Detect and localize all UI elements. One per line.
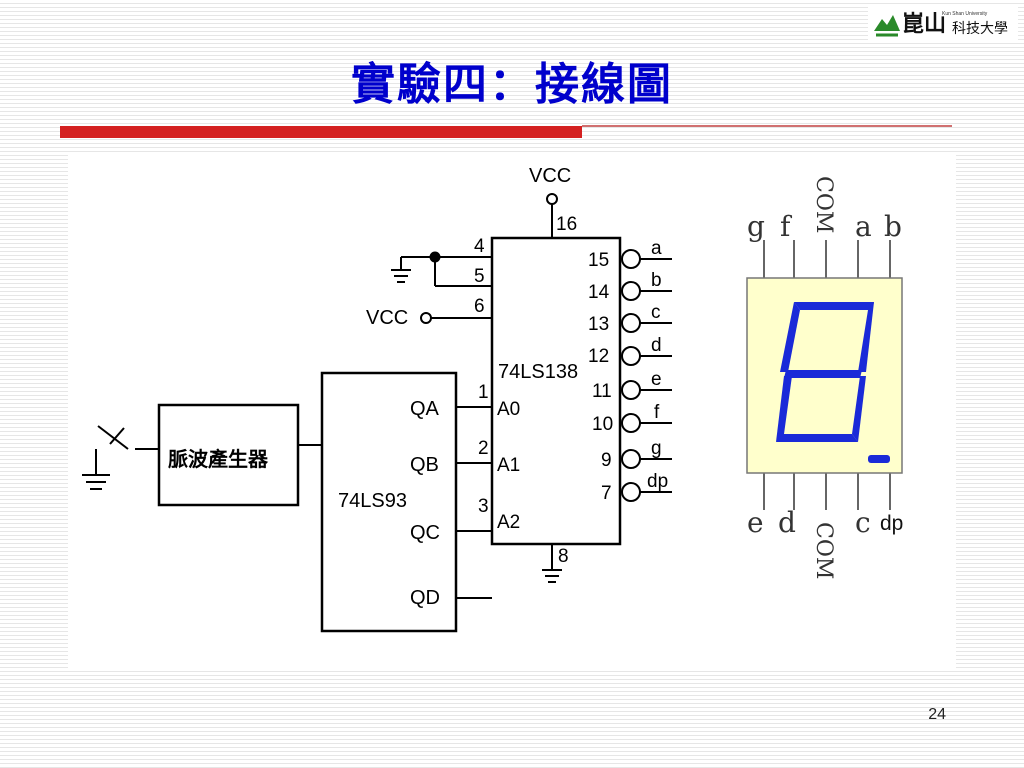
svg-text:c: c [651, 302, 661, 323]
svg-text:14: 14 [588, 282, 610, 303]
chip-74ls93-label: 74LS93 [338, 490, 407, 512]
title-underline-bar [60, 126, 582, 138]
pin-4-label: 4 [474, 236, 485, 257]
page-number: 24 [928, 706, 946, 723]
svg-text:a: a [651, 238, 662, 259]
segment-dp [868, 455, 890, 463]
segment-g [784, 370, 862, 378]
vcc-left-label: VCC [366, 307, 408, 329]
slide-title: 實驗四：接線圖 [351, 59, 673, 110]
svg-text:g: g [651, 438, 662, 459]
chip-74ls93 [320, 371, 458, 633]
seven-segment-display: g f COM a b e d COM c dp [746, 176, 903, 579]
switch-symbol [97, 425, 129, 450]
pin-label-bottom-e: e [747, 506, 764, 539]
pin-3-label: 3 [478, 496, 489, 517]
logo-name: 崑山 [902, 11, 947, 37]
svg-text:e: e [651, 369, 662, 390]
output-qb-label: QB [410, 454, 439, 476]
output-qa-label: QA [410, 398, 440, 420]
svg-text:b: b [651, 270, 662, 291]
output-pin-b: 14 b [588, 270, 672, 303]
svg-text:dp: dp [647, 471, 668, 492]
segment-e [776, 376, 792, 442]
pin-label-top-f: f [780, 210, 793, 243]
svg-text:9: 9 [601, 450, 612, 471]
pin-2-label: 2 [478, 438, 489, 459]
pin-label-top-a: a [855, 210, 872, 243]
pulse-generator-box [157, 403, 300, 507]
output-qc-label: QC [410, 522, 440, 544]
svg-text:11: 11 [592, 381, 612, 402]
pin-label-bottom-d: d [778, 506, 796, 539]
output-pin-d: 12 d [588, 335, 672, 367]
pin-label-bottom-com: COM [811, 522, 836, 579]
pin-5-label: 5 [474, 266, 485, 287]
svg-text:d: d [651, 335, 662, 356]
a2-label: A2 [497, 512, 520, 533]
pin-label-bottom-dp: dp [880, 512, 903, 535]
output-pin-a: 15 a [588, 238, 672, 271]
pin-label-top-g: g [747, 210, 765, 243]
output-pin-c: 13 c [588, 302, 672, 335]
vcc-top-terminal [546, 193, 558, 205]
pin-label-top-b: b [884, 210, 902, 243]
output-pin-dp: 7 dp [601, 471, 672, 504]
svg-text:15: 15 [588, 250, 609, 271]
svg-text:12: 12 [588, 346, 609, 367]
title-underline-thin [582, 125, 952, 127]
chip-74ls138 [490, 236, 622, 546]
university-logo: Kun Shan University 崑山 科技大學 [868, 4, 1018, 42]
chip-74ls138-label: 74LS138 [498, 361, 578, 383]
pin-8-label: 8 [558, 546, 569, 567]
kun-shan-logo-icon [874, 15, 900, 37]
ground-symbol-138 [542, 569, 562, 583]
vcc-top-label: VCC [529, 165, 571, 187]
ground-symbol-left [391, 269, 411, 283]
segment-d [776, 434, 858, 442]
pin-label-bottom-c: c [855, 506, 871, 539]
logo-english-name: Kun Shan University [942, 11, 988, 17]
segment-a [794, 302, 874, 310]
pulse-generator-label: 脈波產生器 [168, 447, 269, 471]
svg-text:10: 10 [592, 414, 613, 435]
segment-c [852, 376, 866, 442]
segment-f [780, 302, 800, 372]
svg-text:13: 13 [588, 314, 609, 335]
svg-text:f: f [654, 402, 660, 423]
vcc-left-terminal [420, 312, 432, 324]
output-pin-f: 10 f [592, 402, 672, 435]
ground-symbol-switch [82, 474, 110, 490]
logo-name-2: 科技大學 [952, 21, 1008, 37]
output-qd-label: QD [410, 587, 440, 609]
a1-label: A1 [497, 455, 520, 476]
pin-label-top-com: COM [811, 176, 836, 233]
a0-label: A0 [497, 399, 520, 420]
pin-16-label: 16 [556, 214, 577, 235]
output-pin-g: 9 g [601, 438, 672, 471]
pin-6-label: 6 [474, 296, 485, 317]
svg-text:7: 7 [601, 483, 612, 504]
segment-b [858, 302, 874, 372]
pin-1-label: 1 [478, 382, 489, 403]
output-pin-e: 11 e [592, 369, 672, 402]
